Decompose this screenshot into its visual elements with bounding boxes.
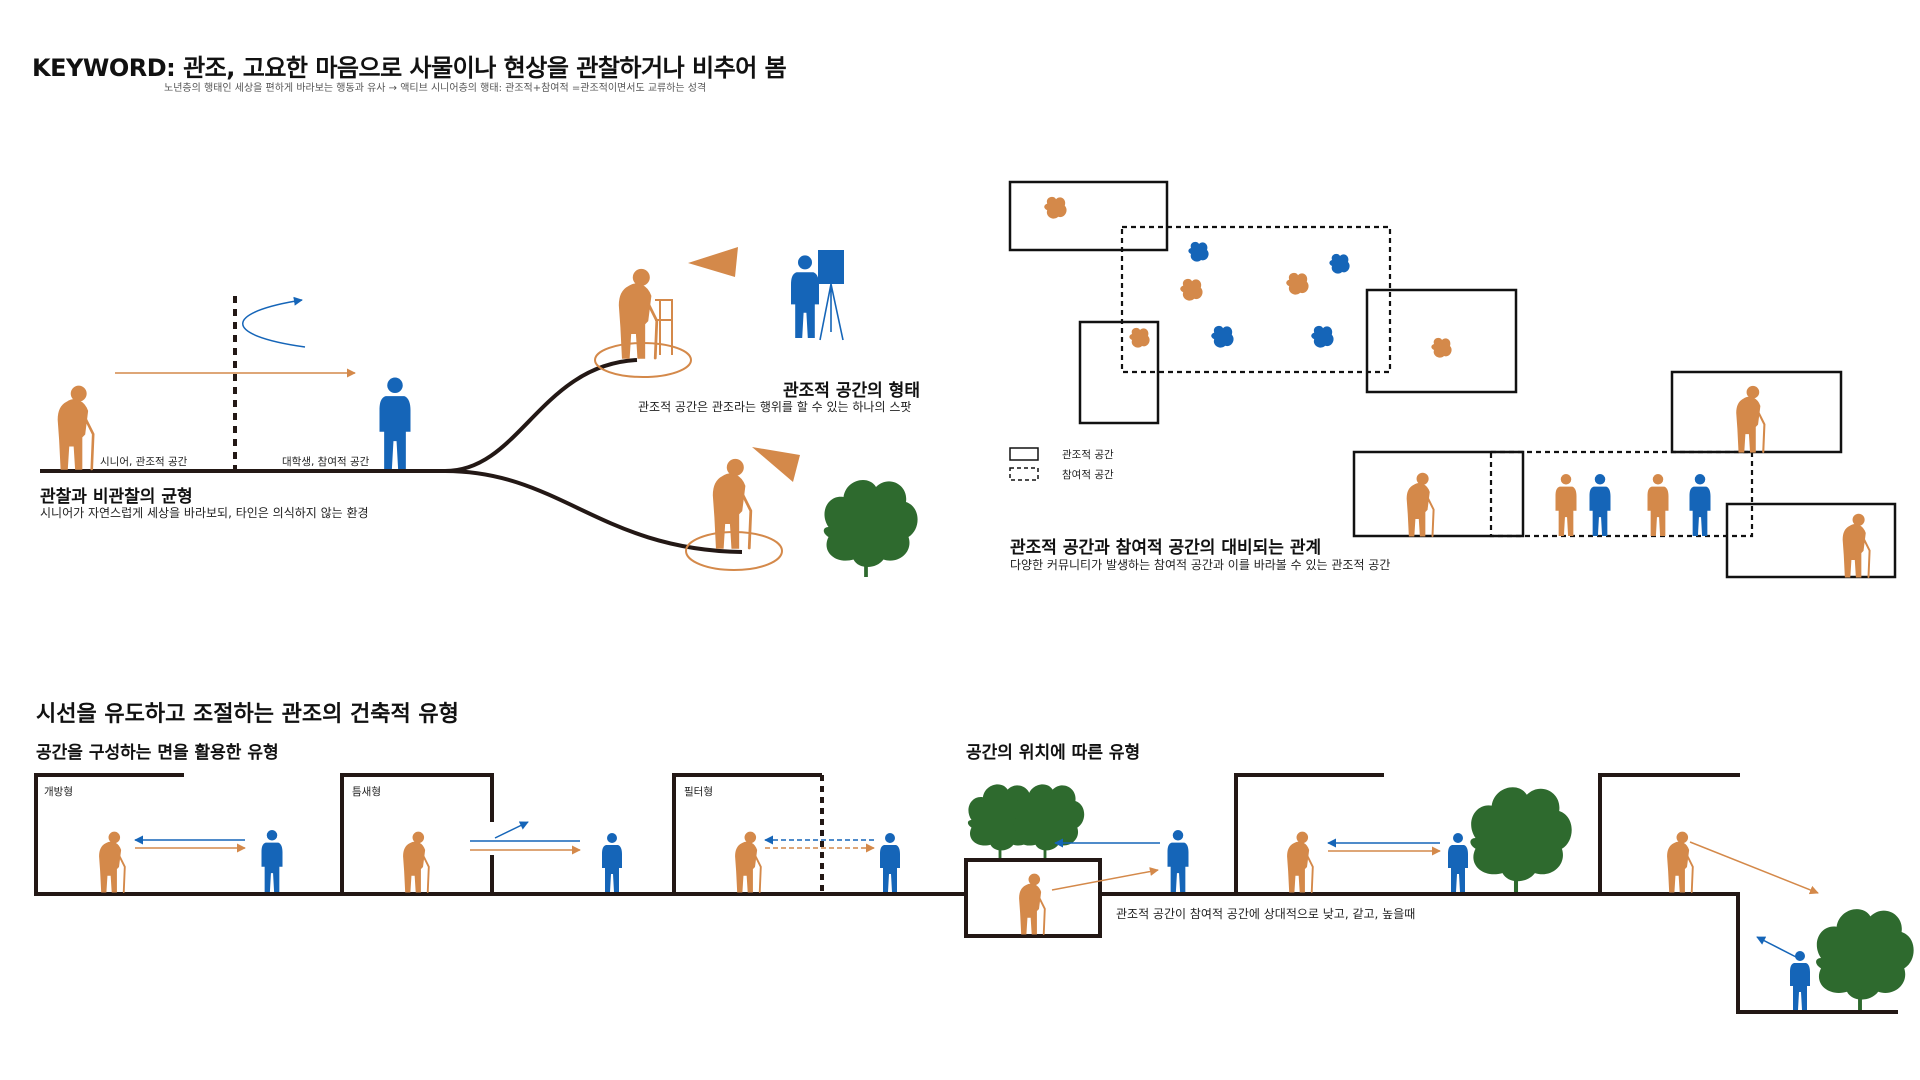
balance-heading: 관찰과 비관찰의 균형 [40,487,193,507]
open-type-walls [34,773,184,894]
high-level-walls [1598,773,1740,894]
easel-canvas [818,250,844,284]
types-heading: 시선을 유도하고 조절하는 관조의 건축적 유형 [36,702,459,727]
view-cone-upper [688,247,738,277]
senior-lower-figure [712,458,753,550]
student-figure [379,377,411,469]
relation-diagram [1008,180,1518,425]
deflected-gaze-arrow [242,296,306,348]
section-box-3 [1725,502,1897,579]
label-student: 대학생, 참여적 공간 [282,456,370,468]
page-subtitle: 노년층의 행태인 세상을 편하게 바라보는 행동과 유사 → 액티브 시니어층의… [164,83,707,94]
legend-solid-label: 관조적 공간 [1062,449,1114,461]
position-caption: 관조적 공간이 참여적 공간에 상대적으로 낮고, 같고, 높을때 [1116,907,1416,921]
easel-legs [819,283,844,341]
gap-type-walls-top [340,773,494,894]
relation-legend [1009,447,1039,481]
section-box-2 [1352,450,1525,538]
section-dashed-box [1489,450,1754,538]
balance-diagram [40,247,918,577]
form-caption: 관조적 공간은 관조라는 행위를 할 수 있는 하나의 스팟 [638,400,912,414]
surface-types-heading: 공간을 구성하는 면을 활용한 유형 [36,743,279,763]
types-figures [98,784,1914,1010]
relation-caption: 다양한 커뮤니티가 발생하는 참여적 공간과 이를 바라볼 수 있는 관조적 공… [1010,558,1391,572]
balance-caption: 시니어가 자연스럽게 세상을 바라보되, 타인은 의식하지 않는 환경 [40,506,369,520]
relation-section [1352,370,1897,579]
senior-figure [57,385,95,471]
view-cone-lower [752,447,800,482]
label-senior: 시니어, 관조적 공간 [100,456,188,468]
label-filter-type: 필터형 [684,786,713,798]
label-open-type: 개방형 [44,786,73,798]
label-gap-type: 틈새형 [352,786,381,798]
contemplative-box-3 [1365,288,1518,394]
legend-solid-swatch [1009,447,1039,461]
tree-icon [823,480,918,577]
filter-type-walls [672,773,822,894]
section-box-1 [1670,370,1843,454]
legend-dashed-label: 참여적 공간 [1062,469,1114,481]
form-heading: 관조적 공간의 형태 [783,381,920,401]
position-ground [964,892,1600,938]
lower-ramp [444,469,743,554]
position-types-heading: 공간의 위치에 따른 유형 [966,743,1141,763]
painter-figure [791,255,819,338]
page-title: KEYWORD: 관조, 고요한 마음으로 사물이나 현상을 관찰하거나 비추어… [32,54,787,82]
contemplative-box-2 [1078,320,1160,425]
contemplative-box-1 [1008,180,1169,252]
types-section [34,773,1898,1014]
same-level-walls [1234,773,1384,894]
legend-dashed-swatch [1009,467,1039,481]
relation-heading: 관조적 공간과 참여적 공간의 대비되는 관계 [1010,538,1322,558]
walker-frame [655,299,673,355]
senior-with-walker-figure [618,268,659,360]
upper-ramp [444,358,638,473]
high-level-step [1600,892,1898,1014]
